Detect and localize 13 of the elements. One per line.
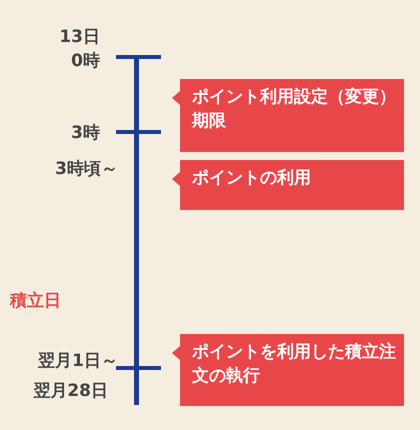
time-label: 翌月28日 [33,380,108,402]
event-callout [172,160,404,210]
time-label: 13日 [59,26,100,48]
time-label: 3時 [71,122,100,144]
event-callout [172,79,404,152]
time-label: 0時 [71,50,100,72]
callout-text: ポイント利用設定（変更）期限 [192,86,397,133]
time-label: 翌月1日～ [38,350,118,372]
callout-text: ポイントを利用した積立注文の執行 [192,341,397,388]
event-callout [172,334,404,406]
highlight-label: 積立日 [10,290,62,312]
time-label: 3時頃～ [55,158,118,180]
callout-text: ポイントの利用 [192,167,312,190]
